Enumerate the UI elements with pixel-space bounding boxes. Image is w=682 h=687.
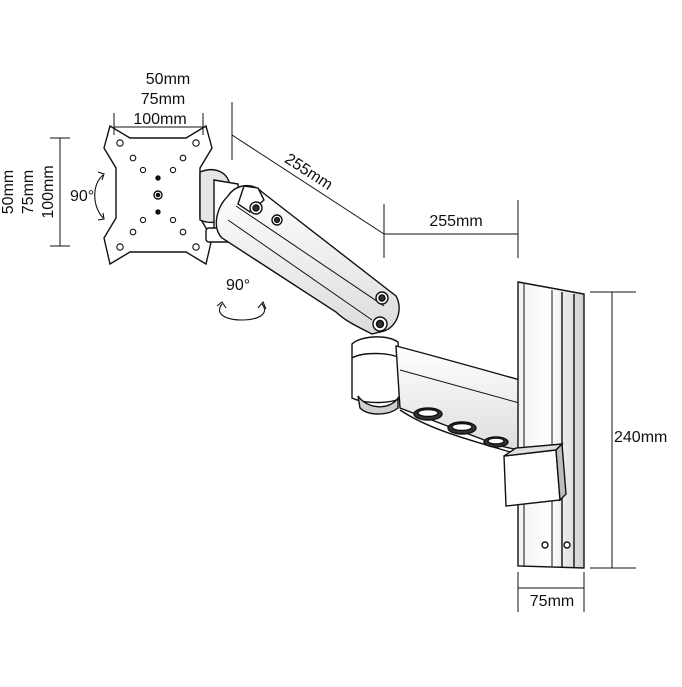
lower-arm-dimension [384, 200, 519, 258]
rail-height-dimension [590, 291, 636, 569]
rail-width-label: 75mm [530, 593, 574, 610]
rail-carriage [503, 442, 567, 507]
elbow-joint [351, 336, 403, 415]
vesa-v-label-1: 75mm [20, 170, 37, 214]
vesa-h-label-1: 75mm [141, 91, 185, 108]
vesa-h-label-2: 100mm [133, 111, 186, 128]
vesa-horizontal-labels: 50mm 75mm 100mm [133, 71, 190, 128]
tilt-angle-label: 90° [70, 188, 94, 205]
vesa-v-label-0: 50mm [0, 170, 17, 214]
vesa-plate [103, 124, 213, 266]
vesa-h-label-0: 50mm [146, 71, 190, 88]
vesa-vertical-labels: 50mm 75mm 100mm [0, 165, 57, 218]
tilt-rotation-arrow-icon [94, 171, 105, 221]
vesa-horizontal-dimension [113, 113, 204, 135]
vesa-v-label-2: 100mm [40, 165, 57, 218]
upper-arm [215, 185, 400, 335]
swivel-rotation-arrow-icon [216, 300, 267, 321]
rail-height-label: 240mm [614, 429, 667, 446]
vesa-vertical-dimension [50, 137, 70, 247]
upper-arm-dimension [231, 102, 385, 258]
rail-width-dimension [517, 572, 585, 612]
wall-rail [517, 281, 585, 569]
swivel-angle-label: 90° [226, 277, 250, 294]
lower-arm [395, 345, 553, 455]
lower-arm-length-label: 255mm [429, 213, 482, 230]
